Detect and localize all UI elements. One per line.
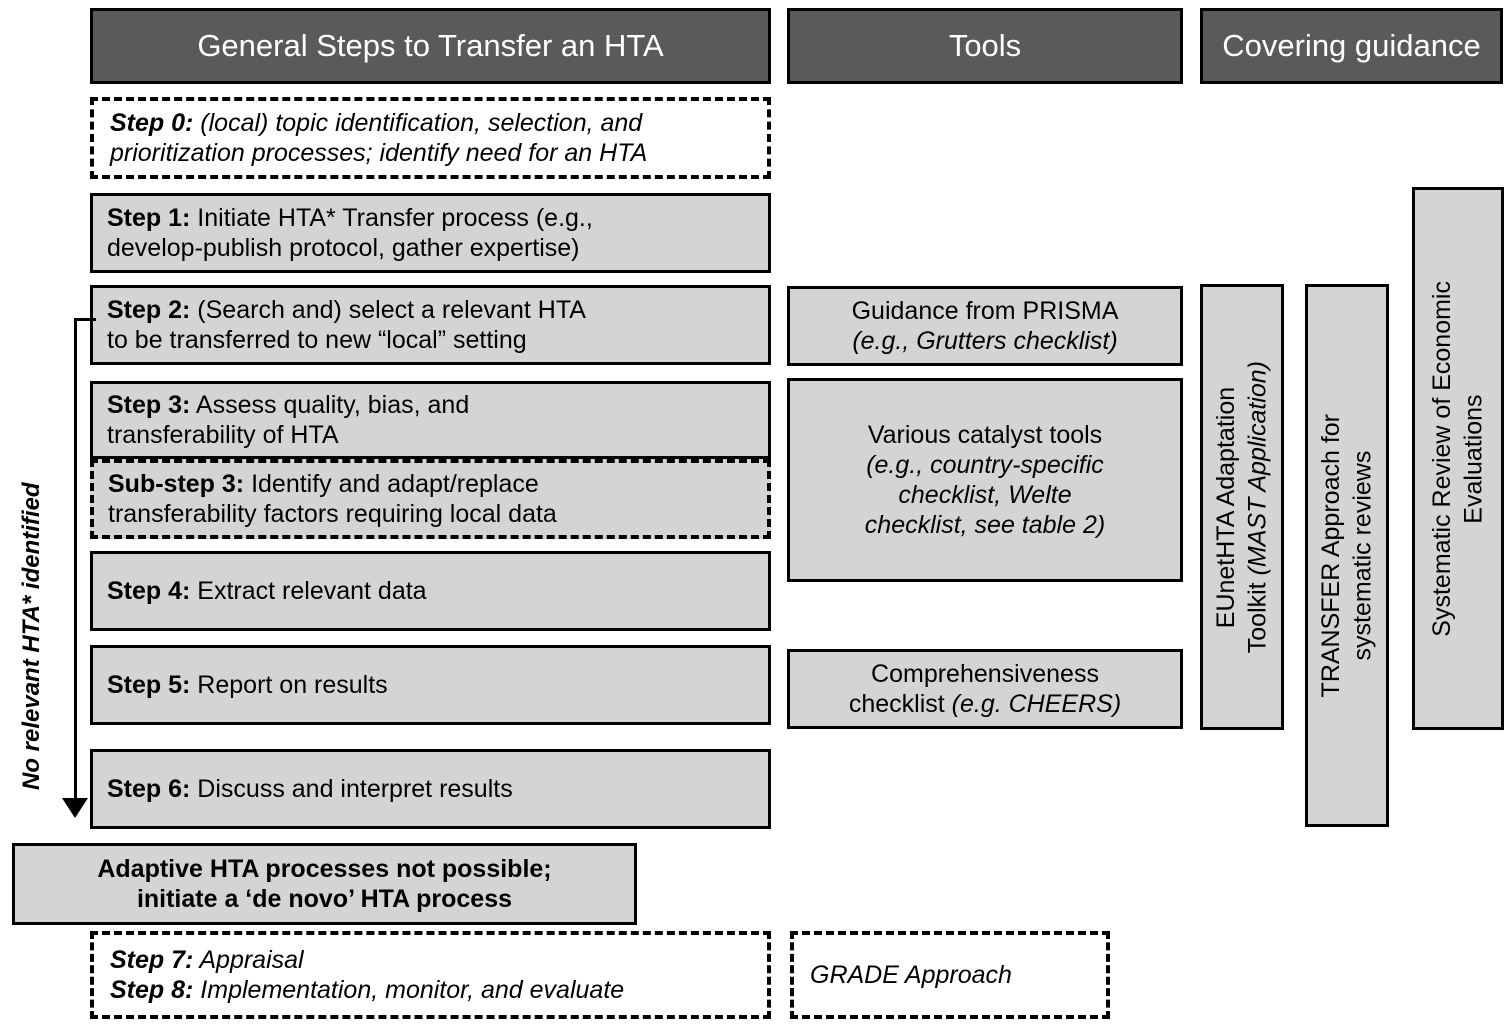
- tool-catalyst-box: Various catalyst tools (e.g., country-sp…: [787, 378, 1183, 582]
- step-2-box: Step 2: (Search and) select a relevant H…: [90, 285, 771, 365]
- step-1-box: Step 1: Initiate HTA* Transfer process (…: [90, 193, 771, 273]
- guidance-eunethta-italic: (MAST Application): [1243, 360, 1271, 576]
- feedback-arrow-stub: [74, 318, 96, 321]
- step-5-label: Step 5:: [107, 671, 191, 699]
- tool-comprehensiveness-line1: Comprehensiveness: [871, 660, 1099, 688]
- sub-step-3-body: Identify and adapt/replace transferabili…: [108, 470, 557, 528]
- header-covering-guidance: Covering guidance: [1200, 8, 1503, 84]
- guidance-transfer-box: TRANSFER Approach for systematic reviews: [1305, 284, 1389, 827]
- step-3-body: Assess quality, bias, and transferabilit…: [107, 391, 470, 449]
- step-6-text: Step 6: Discuss and interpret results: [107, 774, 513, 804]
- header-tools-label: Tools: [948, 28, 1022, 64]
- step-2-text: Step 2: (Search and) select a relevant H…: [107, 295, 586, 355]
- step-3-label: Step 3:: [107, 391, 191, 419]
- tool-prisma-line2: (e.g., Grutters checklist): [852, 327, 1118, 355]
- step-5-box: Step 5: Report on results: [90, 645, 771, 725]
- tool-catalyst-line1: Various catalyst tools: [867, 421, 1103, 449]
- step-4-text: Step 4: Extract relevant data: [107, 576, 427, 606]
- sub-step-3-label: Sub-step 3:: [108, 470, 245, 498]
- step-2-label: Step 2:: [107, 296, 191, 324]
- step-1-body: Initiate HTA* Transfer process (e.g., de…: [107, 204, 593, 262]
- step-0-text: Step 0: (local) topic identification, se…: [110, 108, 647, 168]
- guidance-eunethta-text: EUnetHTA Adaptation Toolkit (MAST Applic…: [1211, 361, 1274, 653]
- header-tools: Tools: [787, 8, 1183, 84]
- sub-step-3-text: Sub-step 3: Identify and adapt/replace t…: [108, 469, 557, 529]
- guidance-systematic-review-box: Systematic Review of Economic Evaluation…: [1412, 187, 1504, 730]
- step-7-8-text: Step 7: Appraisal Step 8: Implementation…: [110, 945, 624, 1005]
- guidance-eunethta-box: EUnetHTA Adaptation Toolkit (MAST Applic…: [1200, 284, 1284, 730]
- step-1-label: Step 1:: [107, 204, 191, 232]
- header-general-steps: General Steps to Transfer an HTA: [90, 8, 771, 84]
- step-8-label: Step 8:: [110, 976, 194, 1004]
- guidance-systematic-review-text: Systematic Review of Economic Evaluation…: [1427, 280, 1487, 637]
- step-3-text: Step 3: Assess quality, bias, and transf…: [107, 390, 469, 450]
- sub-step-3-box: Sub-step 3: Identify and adapt/replace t…: [90, 459, 771, 539]
- header-general-steps-label: General Steps to Transfer an HTA: [197, 28, 664, 64]
- tool-comprehensiveness-line2-plain: checklist: [848, 690, 952, 718]
- tool-grade-box: GRADE Approach: [790, 931, 1110, 1019]
- tool-comprehensiveness-box: Comprehensiveness checklist (e.g. CHEERS…: [787, 649, 1183, 729]
- step-3-box: Step 3: Assess quality, bias, and transf…: [90, 381, 771, 459]
- feedback-arrow-shaft: [74, 318, 77, 802]
- step-8-body: Implementation, monitor, and evaluate: [193, 976, 625, 1004]
- step-6-box: Step 6: Discuss and interpret results: [90, 749, 771, 829]
- tool-comprehensiveness-line2: checklist (e.g. CHEERS): [849, 689, 1121, 719]
- adaptive-hta-not-possible-text: Adaptive HTA processes not possible; ini…: [97, 855, 552, 913]
- tool-prisma-box: Guidance from PRISMA (e.g., Grutters che…: [787, 286, 1183, 366]
- step-4-box: Step 4: Extract relevant data: [90, 551, 771, 631]
- step-8-line: Step 8: Implementation, monitor, and eva…: [110, 975, 624, 1005]
- step-0-body: (local) topic identification, selection,…: [110, 109, 648, 167]
- step-6-body: Discuss and interpret results: [190, 775, 513, 803]
- header-covering-guidance-label: Covering guidance: [1222, 28, 1481, 64]
- tool-prisma-line1: Guidance from PRISMA: [851, 297, 1119, 325]
- tool-grade-label: GRADE Approach: [810, 961, 1012, 989]
- step-1-text: Step 1: Initiate HTA* Transfer process (…: [107, 203, 593, 263]
- step-7-body: Appraisal: [193, 946, 304, 974]
- step-7-8-box: Step 7: Appraisal Step 8: Implementation…: [90, 931, 771, 1019]
- feedback-arrow-head-icon: [62, 798, 88, 818]
- step-0-label: Step 0:: [110, 109, 194, 137]
- step-5-body: Report on results: [190, 671, 388, 699]
- step-6-label: Step 6:: [107, 775, 191, 803]
- guidance-transfer-text: TRANSFER Approach for systematic reviews: [1316, 413, 1376, 698]
- step-4-label: Step 4:: [107, 577, 191, 605]
- adaptive-hta-not-possible-box: Adaptive HTA processes not possible; ini…: [12, 843, 637, 925]
- step-4-body: Extract relevant data: [190, 577, 427, 605]
- tool-comprehensiveness-line2-italic: (e.g. CHEERS): [951, 690, 1122, 718]
- step-5-text: Step 5: Report on results: [107, 670, 388, 700]
- feedback-arrow-label: No relevant HTA* identified: [18, 482, 45, 790]
- step-7-line: Step 7: Appraisal: [110, 945, 624, 975]
- tool-catalyst-line2: (e.g., country-specific checklist, Welte…: [864, 451, 1106, 539]
- step-0-box: Step 0: (local) topic identification, se…: [90, 97, 771, 179]
- step-2-body: (Search and) select a relevant HTA to be…: [107, 296, 586, 354]
- step-7-label: Step 7:: [110, 946, 194, 974]
